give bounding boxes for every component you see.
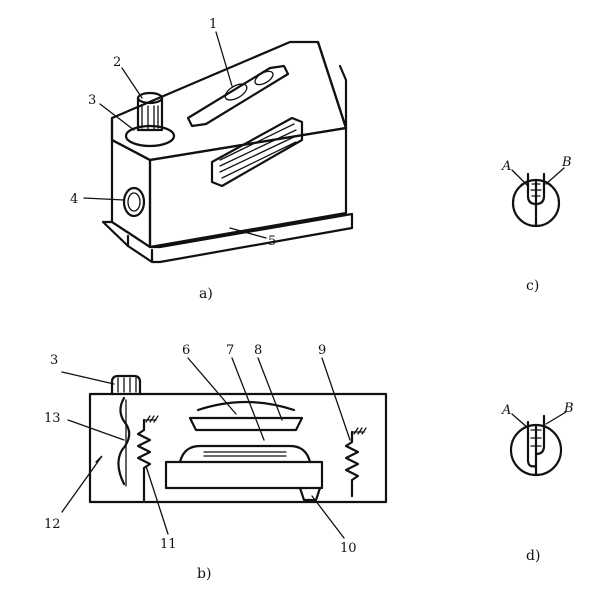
bubble-end-d-left xyxy=(526,420,538,468)
adjusting-screw xyxy=(117,396,131,486)
top-window-slot xyxy=(186,64,290,128)
bubble-fill-c xyxy=(530,183,542,197)
leader-c-a xyxy=(511,169,529,187)
leader-b9 xyxy=(321,357,351,441)
label-d-a: A xyxy=(501,403,511,418)
leader-b6 xyxy=(187,357,237,415)
vial-bubble xyxy=(203,451,287,457)
knob-cap xyxy=(136,91,164,105)
label-b9: 9 xyxy=(318,343,326,358)
leader-c-b xyxy=(545,167,565,185)
upper-lens xyxy=(196,400,296,412)
caption-b: b) xyxy=(197,566,211,582)
base-plate xyxy=(101,212,354,264)
label-d-b: B xyxy=(563,401,574,416)
top-window-lens-2 xyxy=(254,70,274,86)
bubble-ends-c xyxy=(526,172,546,206)
knob-stem xyxy=(136,96,164,132)
leader-2 xyxy=(121,67,143,99)
body-top-face xyxy=(110,40,348,162)
vial-carrier xyxy=(164,460,324,490)
leader-b13 xyxy=(67,419,125,441)
leader-1 xyxy=(215,31,233,87)
label-4: 4 xyxy=(70,192,78,207)
label-b11: 11 xyxy=(160,537,177,552)
right-spring-anchor xyxy=(351,427,367,435)
caption-a: a) xyxy=(199,286,213,302)
leader-5 xyxy=(229,227,267,239)
leader-d-a xyxy=(511,413,529,429)
bubble-end-d-right xyxy=(534,414,546,456)
label-1: 1 xyxy=(209,17,217,32)
leader-b12 xyxy=(61,455,103,513)
left-spring-anchor xyxy=(143,415,159,423)
knob-collar xyxy=(124,124,176,148)
bubble-fill-d xyxy=(530,429,542,447)
leader-b8 xyxy=(257,357,283,421)
label-b12: 12 xyxy=(44,517,61,532)
knob-top-knurl xyxy=(117,377,137,393)
leader-4 xyxy=(83,197,125,201)
leader-b7 xyxy=(231,357,265,441)
label-c-b: B xyxy=(561,155,572,170)
housing-outline xyxy=(88,392,388,504)
bubble-view-d: A B d) xyxy=(501,401,574,564)
left-spring xyxy=(136,418,152,502)
right-spring xyxy=(344,430,360,498)
caption-d: d) xyxy=(526,548,540,564)
level-schematic-view: 3 6 7 8 9 13 12 11 10 b) xyxy=(44,343,388,582)
eyepiece-outer xyxy=(122,186,146,218)
label-b6: 6 xyxy=(182,343,190,358)
side-vial-graduations xyxy=(219,123,297,179)
leader-b10 xyxy=(311,495,345,539)
upper-prism xyxy=(188,416,304,432)
label-b8: 8 xyxy=(254,343,262,358)
label-b7: 7 xyxy=(226,343,234,358)
label-2: 2 xyxy=(113,55,121,70)
vial-tube xyxy=(178,444,312,464)
leader-d-b xyxy=(545,411,567,425)
base-plate-feet xyxy=(126,234,154,264)
label-b10: 10 xyxy=(340,541,357,556)
leader-3 xyxy=(99,103,135,131)
label-b3: 3 xyxy=(50,353,58,368)
caption-c: c) xyxy=(526,278,539,294)
eyepiece-inner xyxy=(127,192,141,212)
knob-top xyxy=(110,374,142,396)
bubble-view-c: A B c) xyxy=(501,155,572,294)
knob-knurling xyxy=(141,105,159,131)
pivot-support xyxy=(298,486,322,502)
label-c-a: A xyxy=(501,159,511,174)
top-window-lens-1 xyxy=(224,83,248,101)
body-rear-edge xyxy=(316,40,348,130)
label-b13: 13 xyxy=(44,411,61,426)
leader-b3 xyxy=(61,371,115,385)
leader-b11 xyxy=(145,465,169,535)
side-vial-window xyxy=(210,116,304,188)
label-3: 3 xyxy=(88,93,96,108)
label-5: 5 xyxy=(268,234,276,249)
level-perspective-view: 1 2 3 4 5 a) xyxy=(70,17,354,302)
